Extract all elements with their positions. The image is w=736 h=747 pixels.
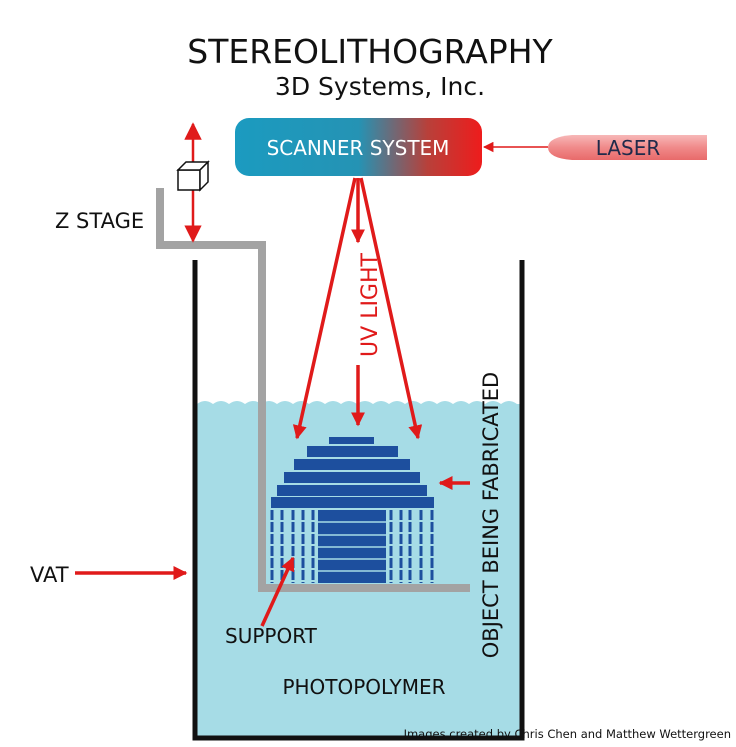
photopolymer-label: PHOTOPOLYMER (282, 675, 445, 699)
laser-body (548, 135, 707, 160)
object-being-fabricated-label: OBJECT BEING FABRICATED (479, 372, 503, 658)
z-stage-label: Z STAGE (55, 209, 144, 233)
scanner-system-box (235, 118, 482, 176)
diagram-subtitle: 3D Systems, Inc. (275, 72, 485, 101)
z-stage-platform (156, 188, 470, 592)
cube-icon (176, 160, 210, 192)
uv-light-beams (292, 177, 423, 440)
image-credit: Images created by Chris Chen and Matthew… (404, 727, 731, 741)
object-layer-lines (318, 521, 386, 572)
support-arrow (260, 556, 295, 627)
support-label: SUPPORT (225, 624, 318, 648)
vat-label: VAT (30, 563, 69, 587)
vat-container (192, 260, 525, 741)
support-structures (270, 510, 434, 583)
laser-label: LASER (596, 136, 661, 160)
diagram-title: STEREOLITHOGRAPHY (187, 32, 553, 71)
scanner-system-label: SCANNER SYSTEM (267, 136, 450, 160)
uv-light-label: UV LIGHT (358, 252, 383, 356)
